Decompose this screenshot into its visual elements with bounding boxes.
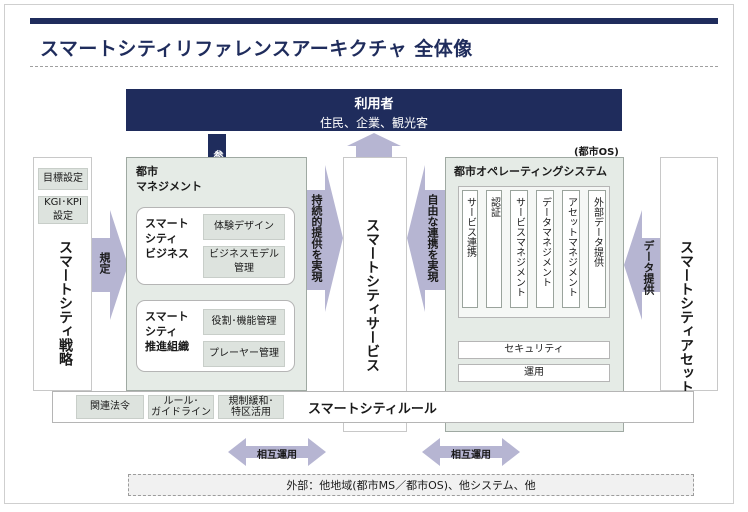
os-tag: (都市OS): [574, 147, 619, 158]
title-accent-bar: [30, 18, 718, 24]
rules-title: スマートシティルール: [308, 402, 437, 417]
jizoku-label: 持続的提供を実現: [310, 194, 323, 282]
strategy-item: 目標設定: [38, 168, 88, 190]
strategy-title-wrap: スマートシティ戦略: [55, 240, 79, 370]
business-item: ビジネスモデル 管理: [203, 246, 285, 278]
organization-label: スマート シティ 推進組織: [145, 310, 189, 353]
sogo-arrow-left: [228, 438, 326, 466]
os-function-column: サービス連携: [462, 190, 478, 308]
page-title: スマートシティリファレンスアーキクチャ 全体像: [40, 38, 473, 60]
jiyu-label-wrap: 自由な連携を実現: [424, 194, 442, 286]
os-functions-frame: [458, 186, 610, 318]
jizoku-arrow: [305, 165, 343, 312]
rules-item: 規制緩和･ 特区活用: [218, 395, 284, 419]
business-label: スマート シティ ビジネス: [145, 217, 189, 260]
users-bar: 利用者 住民、企業、観光客: [126, 89, 622, 131]
strategy-item: KGI･KPI 設定: [38, 196, 88, 224]
data-teikyo-label-wrap: データ提供: [640, 240, 656, 299]
data-teikyo-arrow: [624, 210, 660, 320]
strategy-title: スマートシティ戦略: [57, 240, 73, 366]
os-function-label: 認証: [488, 197, 500, 217]
os-function-column: サービスマネジメント: [510, 190, 528, 308]
kitei-arrow: [92, 210, 128, 320]
organization-item: プレーヤー管理: [203, 341, 285, 367]
os-function-label: アセットマネジメント: [565, 197, 577, 297]
users-title: 利用者: [354, 97, 394, 112]
rules-item: 関連法令: [76, 395, 144, 419]
sogo-label-right: 相互運用: [451, 450, 491, 461]
os-function-label: サービスマネジメント: [513, 197, 525, 297]
service-title-wrap: スマートシティサービス: [362, 218, 388, 376]
kitei-label: 規定: [98, 252, 111, 274]
os-title: 都市オペレーティングシステム: [454, 165, 608, 178]
service-title: スマートシティサービス: [364, 218, 380, 372]
management-title: 都市 マネジメント: [136, 165, 202, 193]
external-label: 外部：他地域(都市MS／都市OS)、他システム、他: [286, 479, 536, 492]
service-up-arrow: [347, 133, 401, 158]
service-column: [343, 157, 407, 432]
slide-frame: [4, 4, 734, 504]
os-function-label: サービス連携: [464, 197, 476, 257]
data-teikyo-label: データ提供: [642, 240, 655, 295]
os-function-label: 外部データ提供: [591, 197, 603, 267]
os-operation: 運用: [458, 364, 610, 382]
sogo-arrow-right: [422, 438, 520, 466]
os-function-column: 認証: [486, 190, 502, 308]
os-security: セキュリティ: [458, 341, 610, 359]
jizoku-label-wrap: 持続的提供を実現: [308, 194, 326, 286]
os-function-column: アセットマネジメント: [562, 190, 580, 308]
sogo-label-left: 相互運用: [257, 450, 297, 461]
os-function-column: 外部データ提供: [588, 190, 606, 308]
os-function-column: データマネジメント: [536, 190, 554, 308]
business-item: 体験デザイン: [203, 214, 285, 240]
asset-title-wrap: スマートシティアセット: [676, 240, 704, 398]
title-divider: [30, 66, 718, 67]
asset-column: [660, 157, 718, 391]
external-systems-bar: 外部：他地域(都市MS／都市OS)、他システム、他: [128, 474, 694, 496]
rules-item: ルール･ ガイドライン: [148, 395, 214, 419]
jiyu-label: 自由な連携を実現: [426, 194, 439, 282]
jiyu-arrow: [407, 165, 445, 312]
organization-item: 役割･機能管理: [203, 309, 285, 335]
os-function-label: データマネジメント: [539, 197, 551, 287]
asset-title: スマートシティアセット: [678, 240, 694, 394]
kitei-label-wrap: 規定: [96, 252, 111, 278]
users-subtitle: 住民、企業、観光客: [319, 116, 428, 130]
